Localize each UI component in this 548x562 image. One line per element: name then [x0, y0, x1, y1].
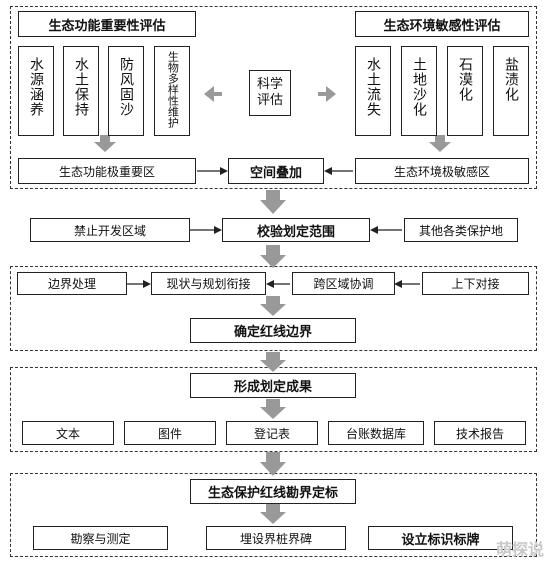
- confirm-boundary-text: 确定红线边界: [233, 325, 312, 340]
- sensitivity-item-label: 土地沙化: [411, 57, 428, 117]
- sensitivity-item-label: 水土流失: [365, 57, 382, 117]
- sensitivity-item-rocky: 石漠化: [447, 46, 483, 136]
- output-item-text: 文本: [22, 421, 114, 445]
- importance-item-label: 生物多样性维护: [166, 51, 180, 128]
- boundary-step-4: 上下对接: [422, 272, 529, 295]
- watermark: 萌探说: [495, 540, 544, 559]
- verify-scope-box: 校验划定范围: [222, 218, 370, 242]
- output-title-box: 形成划定成果: [190, 373, 356, 398]
- sensitivity-item-label: 石漠化: [457, 57, 474, 102]
- output-item-register: 登记表: [226, 421, 318, 445]
- survey-item-signs: 设立标识标牌: [368, 526, 513, 550]
- importance-zone-text: 生态功能极重要区: [58, 164, 155, 179]
- survey-item-label: 埋设界桩界碑: [239, 531, 312, 546]
- sensitivity-zone-box: 生态环境极敏感区: [355, 158, 529, 184]
- survey-item-markers: 埋设界桩界碑: [206, 526, 346, 550]
- output-item-label: 技术报告: [455, 426, 504, 441]
- sensitivity-item-label: 盐渍化: [503, 57, 520, 102]
- boundary-step-label: 现状与规划衔接: [166, 277, 251, 291]
- other-protected-box: 其他各类保护地: [404, 218, 518, 242]
- boundary-step-1: 边界处理: [17, 272, 127, 295]
- sensitivity-eval-title-text: 生态环境敏感性评估: [383, 18, 501, 34]
- output-item-label: 文本: [55, 426, 80, 441]
- survey-title-text: 生态保护红线勘界定标: [207, 486, 338, 501]
- other-protected-text: 其他各类保护地: [418, 223, 503, 238]
- output-item-label: 台账数据库: [345, 426, 406, 441]
- output-item-label: 登记表: [253, 426, 290, 441]
- section-evaluation-frame: [10, 6, 537, 189]
- verify-scope-text: 校验划定范围: [256, 224, 335, 240]
- output-item-label: 图件: [157, 426, 182, 441]
- boundary-step-3: 跨区域协调: [292, 272, 395, 295]
- importance-zone-box: 生态功能极重要区: [18, 158, 196, 184]
- spatial-overlay-box: 空间叠加: [228, 158, 324, 184]
- boundary-step-label: 边界处理: [47, 277, 96, 291]
- importance-item-label: 防风固沙: [118, 57, 135, 117]
- output-item-report: 技术报告: [434, 421, 526, 445]
- survey-item-measure: 勘察与测定: [33, 526, 168, 550]
- prohibited-area-text: 禁止开发区域: [73, 223, 146, 238]
- importance-eval-title: 生态功能重要性评估: [18, 11, 196, 37]
- science-eval-text: 科学评估: [256, 76, 283, 108]
- confirm-boundary-box: 确定红线边界: [190, 318, 356, 343]
- spatial-overlay-text: 空间叠加: [249, 165, 302, 181]
- importance-item-biodiversity: 生物多样性维护: [154, 46, 190, 136]
- survey-title-box: 生态保护红线勘界定标: [190, 479, 356, 504]
- boundary-step-label: 上下对接: [451, 277, 500, 291]
- output-title-text: 形成划定成果: [233, 380, 312, 395]
- survey-item-label: 勘察与测定: [70, 531, 131, 546]
- sensitivity-item-erosion: 水土流失: [355, 46, 391, 136]
- prohibited-area-box: 禁止开发区域: [30, 218, 190, 242]
- importance-eval-title-text: 生态功能重要性评估: [48, 18, 166, 34]
- science-eval-box: 科学评估: [249, 70, 291, 116]
- output-item-map: 图件: [124, 421, 216, 445]
- sensitivity-item-desert: 土地沙化: [401, 46, 437, 136]
- importance-item-label: 水源涵养: [28, 57, 45, 117]
- importance-item-soil: 水土保持: [63, 46, 99, 136]
- importance-item-water: 水源涵养: [18, 46, 54, 136]
- output-item-database: 台账数据库: [328, 421, 424, 445]
- boundary-step-label: 跨区域协调: [313, 277, 374, 291]
- sensitivity-zone-text: 生态环境极敏感区: [393, 164, 490, 179]
- survey-item-label: 设立标识标牌: [401, 532, 480, 548]
- importance-item-label: 水土保持: [73, 57, 90, 117]
- sensitivity-item-salt: 盐渍化: [493, 46, 529, 136]
- boundary-step-2: 现状与规划衔接: [151, 272, 266, 295]
- importance-item-wind: 防风固沙: [108, 46, 144, 136]
- sensitivity-eval-title: 生态环境敏感性评估: [355, 11, 529, 37]
